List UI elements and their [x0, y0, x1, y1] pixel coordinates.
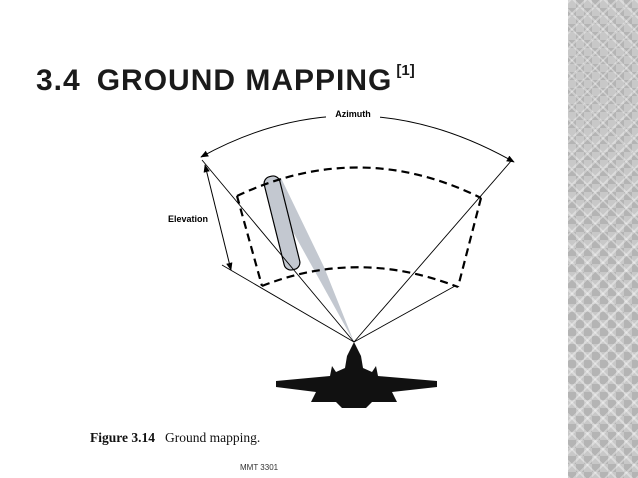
- figure-caption: Figure 3.14 Ground mapping.: [90, 430, 260, 446]
- sidebar-pattern: [568, 0, 638, 478]
- slide-footer: MMT 3301: [240, 463, 279, 472]
- slide: 3.4 GROUND MAPPING[1] Azimuth Elevation: [36, 62, 515, 472]
- elevation-lower-left: [221, 264, 355, 343]
- caption-text: Ground mapping.: [165, 430, 261, 445]
- fighter-jet-silhouette-icon: [276, 342, 437, 408]
- elevation-arrow: [203, 164, 233, 271]
- mapped-area-near-edge: [261, 266, 459, 289]
- title-text: GROUND MAPPING: [96, 64, 393, 97]
- azimuth-arc: [200, 115, 515, 163]
- mapped-area-right-edge: [456, 197, 483, 288]
- azimuth-label: Azimuth: [335, 109, 371, 119]
- elevation-label: Elevation: [168, 214, 208, 224]
- title-reference: [1]: [396, 62, 415, 79]
- sector-right-edge: [353, 159, 513, 343]
- mapped-area-far-edge: [236, 166, 482, 199]
- elevation-lower-right: [353, 285, 456, 343]
- azimuth-label-bg: [326, 106, 380, 120]
- slide-title: 3.4 GROUND MAPPING[1]: [36, 62, 415, 98]
- caption-number: Figure 3.14: [90, 430, 155, 445]
- mapped-area-left-edge: [235, 195, 264, 287]
- title-number: 3.4: [36, 64, 81, 97]
- decorative-sidebar: [568, 0, 638, 478]
- ground-mapping-diagram: Azimuth Elevation: [168, 106, 515, 408]
